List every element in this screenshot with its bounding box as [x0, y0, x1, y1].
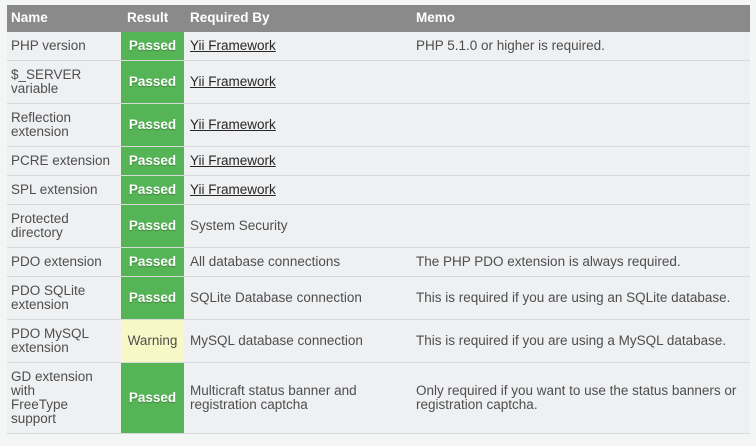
requirement-name: SPL extension	[7, 175, 121, 205]
required-by-cell: Yii Framework	[184, 103, 413, 147]
required-by-cell: Yii Framework	[184, 60, 413, 104]
requirement-name: PDO extension	[7, 247, 121, 277]
requirement-name: Reflection extension	[7, 103, 121, 147]
required-by-link[interactable]: Yii Framework	[190, 182, 276, 197]
required-by-cell: SQLite Database connection	[184, 276, 413, 320]
required-by-link[interactable]: Yii Framework	[190, 117, 276, 132]
memo-cell	[413, 60, 750, 104]
required-by-link[interactable]: Yii Framework	[190, 153, 276, 168]
result-badge: Warning	[121, 319, 184, 363]
table-header: Name Result Required By Memo	[7, 5, 750, 32]
required-by-link[interactable]: Yii Framework	[190, 74, 276, 89]
result-badge: Passed	[121, 276, 184, 320]
required-by-cell: Yii Framework	[184, 146, 413, 176]
header-row: Name Result Required By Memo	[7, 5, 750, 32]
result-badge: Passed	[121, 103, 184, 147]
required-by-cell: Yii Framework	[184, 175, 413, 205]
memo-cell	[413, 204, 750, 248]
requirement-name: PDO SQLite extension	[7, 276, 121, 320]
required-by-cell: System Security	[184, 204, 413, 248]
memo-cell	[413, 146, 750, 176]
column-header-required-by: Required By	[184, 5, 413, 32]
column-header-memo: Memo	[413, 5, 750, 32]
required-by-text: System Security	[190, 218, 288, 233]
requirement-name: PHP version	[7, 32, 121, 61]
result-badge: Passed	[121, 247, 184, 277]
requirement-name: PDO MySQL extension	[7, 319, 121, 363]
required-by-cell: All database connections	[184, 247, 413, 277]
result-badge: Passed	[121, 146, 184, 176]
result-badge: Passed	[121, 362, 184, 434]
result-badge: Passed	[121, 204, 184, 248]
result-badge: Passed	[121, 32, 184, 61]
requirement-name: PCRE extension	[7, 146, 121, 176]
requirements-table: Name Result Required By Memo PHP version…	[7, 5, 750, 434]
required-by-text: All database connections	[190, 254, 341, 269]
memo-cell: Only required if you want to use the sta…	[413, 362, 750, 434]
requirement-name: $_SERVER variable	[7, 60, 121, 104]
required-by-cell: MySQL database connection	[184, 319, 413, 363]
required-by-text: Multicraft status banner and registratio…	[190, 383, 357, 412]
required-by-cell: Yii Framework	[184, 32, 413, 61]
column-header-name: Name	[7, 5, 121, 32]
required-by-cell: Multicraft status banner and registratio…	[184, 362, 413, 434]
requirement-name: Protected directory	[7, 204, 121, 248]
memo-cell: The PHP PDO extension is always required…	[413, 247, 750, 277]
memo-cell: This is required if you are using a MySQ…	[413, 319, 750, 363]
required-by-text: MySQL database connection	[190, 333, 363, 348]
memo-cell	[413, 175, 750, 205]
memo-cell: This is required if you are using an SQL…	[413, 276, 750, 320]
column-header-result: Result	[121, 5, 184, 32]
requirement-name: GD extension with FreeType support	[7, 362, 121, 434]
result-badge: Passed	[121, 60, 184, 104]
result-badge: Passed	[121, 175, 184, 205]
memo-cell: PHP 5.1.0 or higher is required.	[413, 32, 750, 61]
required-by-text: SQLite Database connection	[190, 290, 362, 305]
memo-cell	[413, 103, 750, 147]
required-by-link[interactable]: Yii Framework	[190, 38, 276, 53]
